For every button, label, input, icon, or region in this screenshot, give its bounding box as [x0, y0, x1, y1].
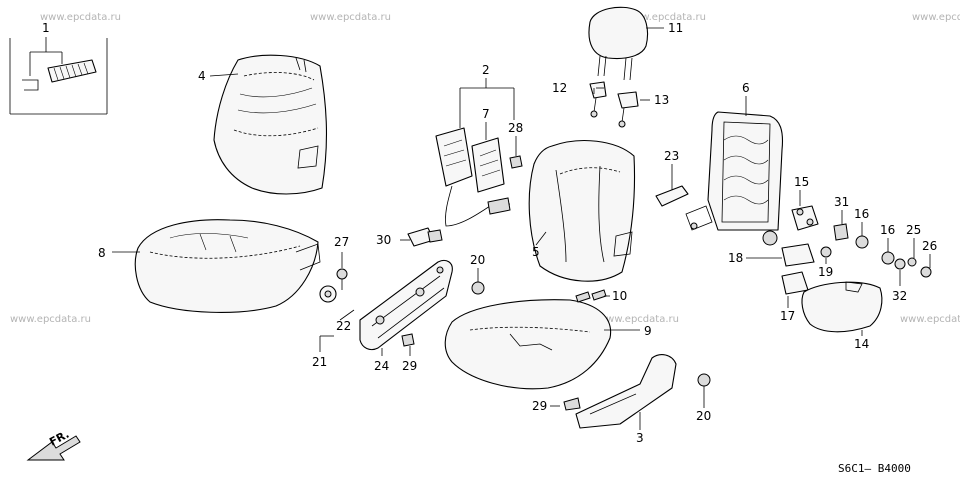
cover-17 — [781, 271, 809, 295]
label-part-17: 17 — [780, 309, 795, 323]
label-part-23: 23 — [664, 149, 679, 163]
side-airbag-module — [435, 127, 511, 227]
lever-23 — [655, 185, 689, 207]
label-part-16b: 16 — [880, 223, 895, 237]
armrest — [801, 281, 883, 333]
label-part-10: 10 — [612, 289, 627, 303]
recliner-gear-21 — [319, 285, 337, 303]
spring-clip — [47, 59, 97, 83]
label-part-28: 28 — [508, 121, 523, 135]
seat-cushion — [134, 219, 321, 313]
label-part-8: 8 — [98, 246, 106, 260]
watermark-text: www.epcdata.ru — [10, 314, 91, 325]
label-part-2: 2 — [482, 63, 490, 77]
seat-back-cover — [213, 54, 328, 195]
label-part-6: 6 — [742, 81, 750, 95]
label-part-9: 9 — [644, 324, 652, 338]
seat-cushion-pad — [444, 299, 612, 390]
headrest-guide-13 — [617, 91, 639, 128]
watermark-text: www.epcdata.ru — [598, 314, 679, 325]
nut-16a — [855, 235, 869, 249]
label-part-21: 21 — [312, 355, 327, 369]
seat-adjuster — [359, 259, 453, 351]
headrest-guide-12 — [589, 81, 607, 118]
label-part-3: 3 — [636, 431, 644, 445]
bolt-27 — [336, 268, 348, 290]
label-part-29-lower: 29 — [532, 399, 547, 413]
connector-30 — [407, 227, 443, 247]
diagram-code: S6C1— B4000 — [838, 462, 911, 475]
nut-26 — [920, 266, 932, 278]
clip-28 — [509, 155, 523, 169]
side-trim — [575, 354, 677, 429]
label-part-13: 13 — [654, 93, 669, 107]
headrest — [588, 6, 649, 81]
label-part-29-upper: 29 — [402, 359, 417, 373]
label-part-7: 7 — [482, 107, 490, 121]
watermark-text: www.epcdata.ru — [40, 12, 121, 23]
clip-10 — [575, 289, 607, 303]
watermark-text: www.epcdata.ru — [310, 12, 391, 23]
screw-19 — [820, 246, 832, 258]
washer-25 — [907, 257, 917, 267]
label-part-5: 5 — [532, 245, 540, 259]
seat-back-pad — [528, 140, 636, 282]
label-part-16a: 16 — [854, 207, 869, 221]
part-labels: 1 4 8 2 7 28 5 11 12 13 6 23 30 27 20 10… — [42, 21, 937, 445]
bolt-20-center — [471, 281, 485, 295]
label-part-14: 14 — [854, 337, 869, 351]
label-part-18: 18 — [728, 251, 743, 265]
washer-32 — [894, 258, 906, 270]
label-part-30: 30 — [376, 233, 391, 247]
label-part-22: 22 — [336, 319, 351, 333]
watermark-text: www.epcdata.ru — [625, 12, 706, 23]
bolt-20-right — [697, 373, 711, 396]
label-part-15: 15 — [794, 175, 809, 189]
label-part-19: 19 — [818, 265, 833, 279]
part-1-inset — [9, 37, 108, 115]
label-part-32: 32 — [892, 289, 907, 303]
seat-back-frame — [685, 111, 784, 246]
label-part-24: 24 — [374, 359, 389, 373]
label-part-4: 4 — [198, 69, 206, 83]
label-part-12: 12 — [552, 81, 567, 95]
label-part-1: 1 — [42, 21, 50, 35]
label-part-25: 25 — [906, 223, 921, 237]
watermark-text: www.epcdata.ru — [900, 314, 960, 325]
bolt-31 — [833, 223, 849, 241]
label-part-27: 27 — [334, 235, 349, 249]
front-arrow-icon — [26, 435, 81, 461]
watermark-text: www.epcdata.ru — [912, 12, 960, 23]
label-part-20-right: 20 — [696, 409, 711, 423]
label-part-31: 31 — [834, 195, 849, 209]
label-part-26: 26 — [922, 239, 937, 253]
cover-18 — [781, 243, 815, 267]
recliner-15 — [791, 205, 819, 231]
label-part-11: 11 — [668, 21, 683, 35]
watermarks: www.epcdata.ru www.epcdata.ru www.epcdat… — [10, 12, 960, 325]
leader-lines — [112, 27, 931, 430]
clip-29-lower — [563, 397, 581, 411]
nut-16b — [881, 251, 895, 265]
clip-29-upper — [401, 333, 415, 347]
label-part-20-center: 20 — [470, 253, 485, 267]
